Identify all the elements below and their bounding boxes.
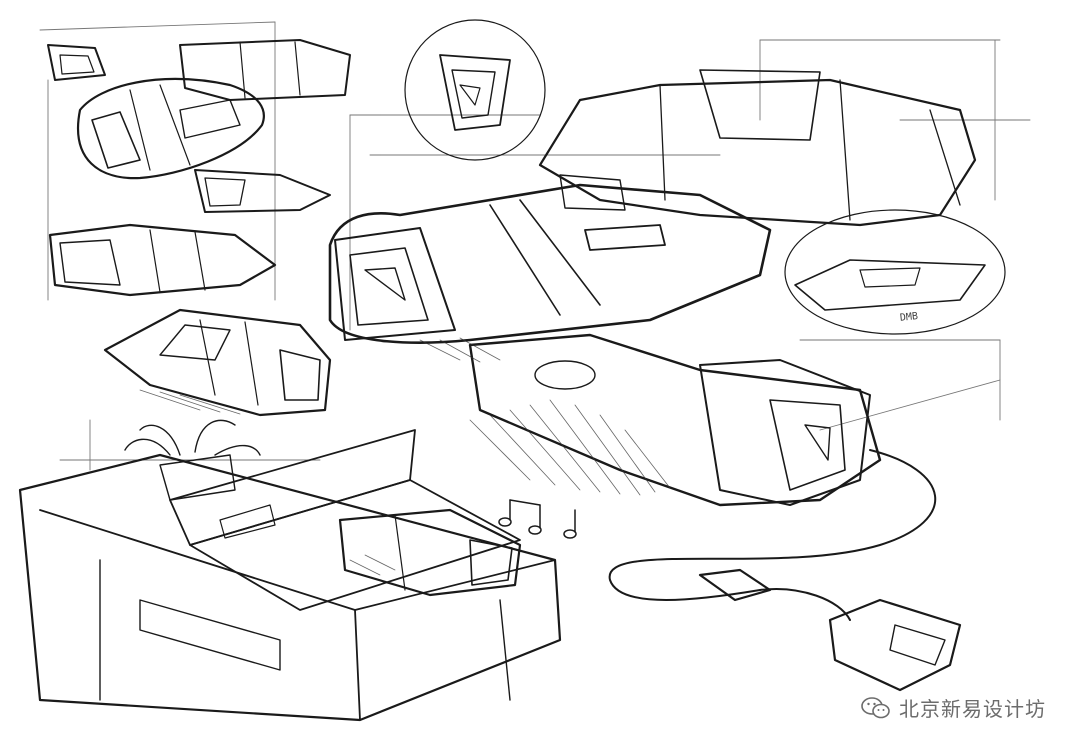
mouse-sketch-left-mid bbox=[103, 308, 332, 417]
desk-mouse-sketch bbox=[338, 508, 522, 597]
watermark-text: 北京新易设计坊 bbox=[899, 697, 1046, 721]
plant-sketch bbox=[124, 419, 261, 501]
block-sketch-top bbox=[179, 39, 351, 101]
designer-signature: DMB bbox=[899, 311, 919, 324]
shadow-hatching bbox=[139, 337, 671, 576]
main-mouse-body bbox=[328, 174, 772, 344]
detail-circle-right bbox=[784, 209, 1006, 335]
connector-sketch bbox=[698, 568, 962, 692]
mouse-sketch-top-left bbox=[47, 44, 106, 81]
music-notes-sketch bbox=[498, 499, 577, 539]
mouse-lower-extension bbox=[468, 333, 882, 507]
cable-sketch bbox=[608, 449, 937, 621]
mouse-sketch-top-right bbox=[538, 69, 977, 227]
mouse-tip-sketch-2 bbox=[48, 223, 277, 297]
wechat-icon bbox=[861, 696, 890, 718]
detail-circle-top bbox=[404, 19, 546, 161]
desk-sketch bbox=[18, 453, 562, 722]
laptop-sketch bbox=[169, 429, 521, 611]
mouse-sketch-side-top bbox=[77, 77, 265, 180]
mouse-tip-sketch-1 bbox=[194, 169, 331, 213]
watermark: 北京新易设计坊 bbox=[861, 693, 1046, 722]
